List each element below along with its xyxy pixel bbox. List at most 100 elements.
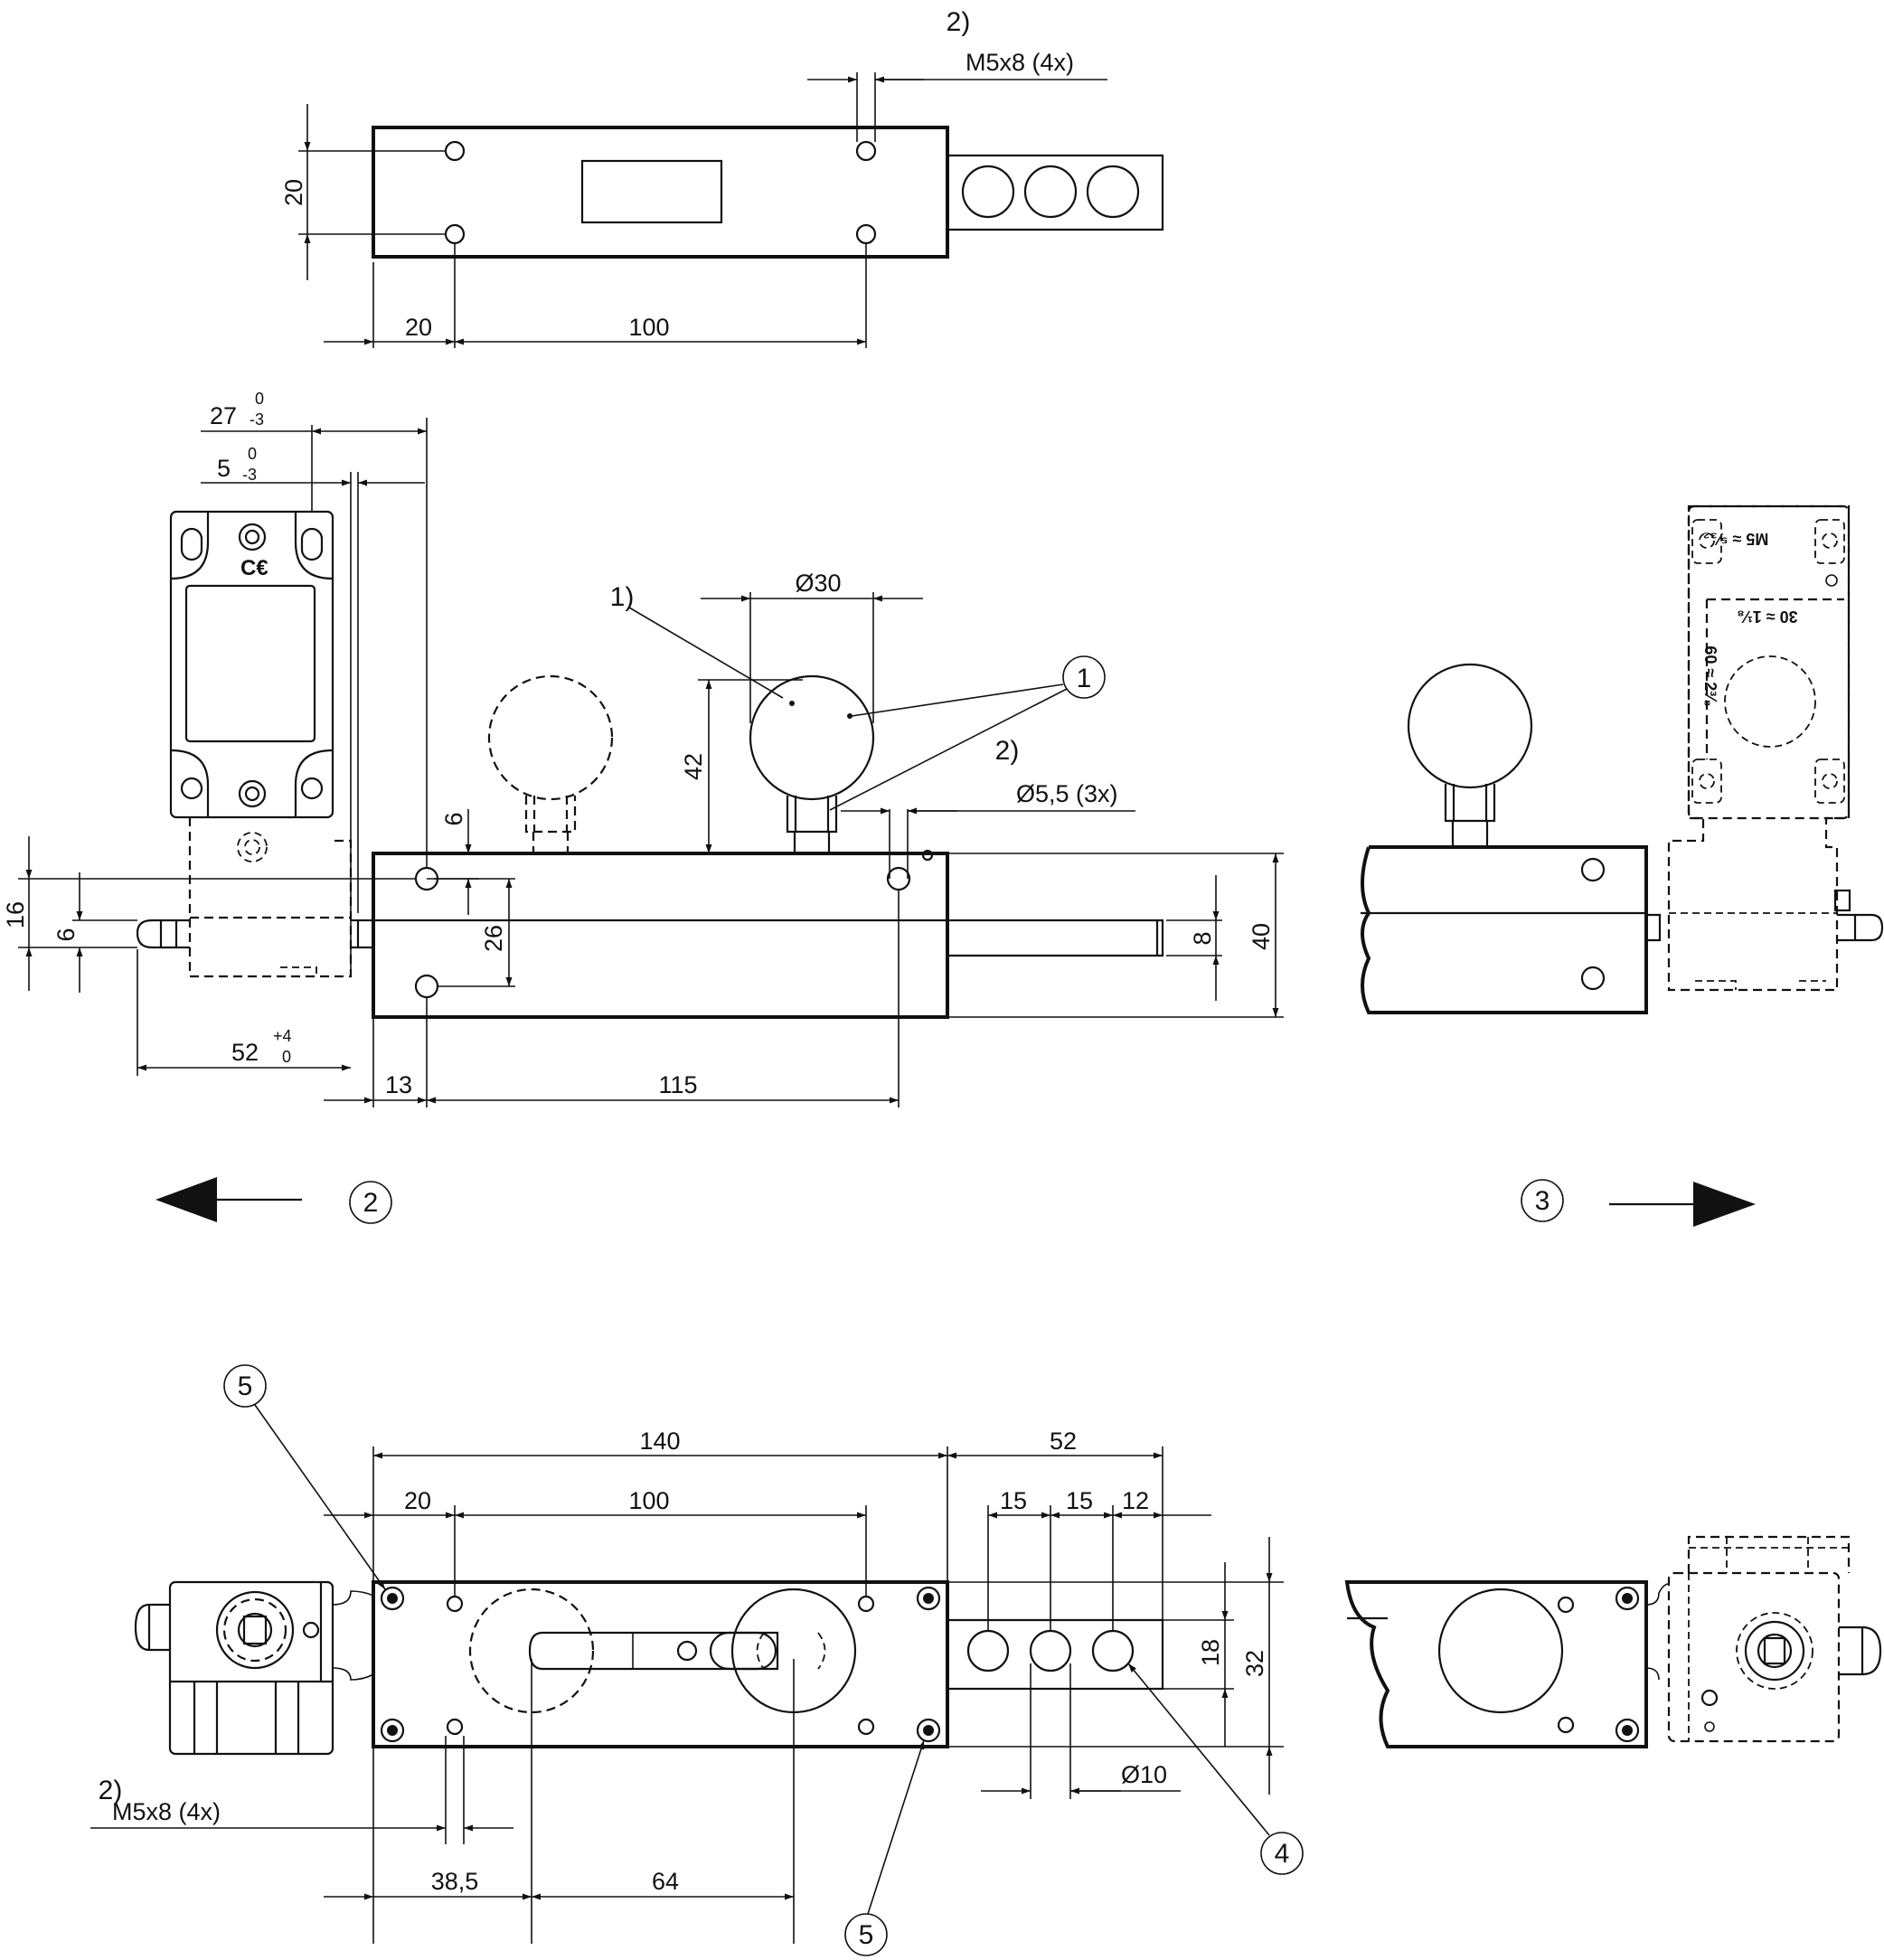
knob-solid xyxy=(749,674,875,801)
side-dim-27: 27 xyxy=(210,402,237,429)
end-view: M5 ≈ ⁵⁄₃₂ 30 ≈ 1¹⁄₈ 60 ≈ 2³⁄₈ xyxy=(1361,504,1884,1014)
switch-housing xyxy=(169,510,334,819)
callout-4-label: 4 xyxy=(1275,1839,1290,1869)
bottom-dim-52: 52 xyxy=(1050,1428,1077,1455)
top-dim-20-vertical: 20 xyxy=(280,179,307,206)
end-label-m5: M5 ≈ ⁵⁄₃₂ xyxy=(1703,530,1769,548)
screw-icon xyxy=(238,779,267,808)
knob-dashed xyxy=(487,674,614,801)
side-view-body xyxy=(372,852,949,1019)
bottom-note-2: 2) xyxy=(99,1776,123,1805)
end-switch-dashed xyxy=(1667,504,1851,992)
side-note-1: 1) xyxy=(610,582,635,612)
view-arrows: 2 3 xyxy=(155,1177,1756,1227)
callout-2 xyxy=(349,1181,392,1224)
top-plate-hole xyxy=(1086,165,1140,219)
side-tol-5-upper: 0 xyxy=(248,445,257,463)
top-view-body xyxy=(372,126,949,259)
slot-hole xyxy=(180,527,203,561)
bottom-knob-dashed xyxy=(468,1588,595,1714)
switch-window xyxy=(184,584,316,743)
top-dim-100: 100 xyxy=(628,314,669,341)
callout-3 xyxy=(1521,1179,1564,1222)
bottom-thread-label: M5x8 (4x) xyxy=(112,1798,221,1825)
side-dim-40: 40 xyxy=(1248,923,1275,950)
side-dim-6-left: 6 xyxy=(52,928,80,941)
callout-5-top-label: 5 xyxy=(238,1371,253,1401)
side-dia-30: Ø30 xyxy=(795,570,841,597)
callout-1 xyxy=(1062,655,1106,699)
side-dim-5: 5 xyxy=(217,455,231,482)
top-plate-hole xyxy=(1023,165,1078,219)
side-note-2: 2) xyxy=(995,736,1020,766)
side-dim-16: 16 xyxy=(2,901,29,928)
top-mount-hole xyxy=(444,223,466,245)
callout-3-label: 3 xyxy=(1535,1186,1550,1216)
end-knob xyxy=(1407,663,1533,789)
callout-5-bottom-label: 5 xyxy=(859,1920,874,1950)
bottom-dim-38-5: 38,5 xyxy=(431,1868,479,1895)
bottom-dim-100: 100 xyxy=(628,1487,669,1514)
bottom-plate xyxy=(947,1618,1164,1691)
side-left-switch: C€ xyxy=(136,510,375,978)
bottom-dia-10: Ø10 xyxy=(1121,1761,1167,1788)
top-dim-20: 20 xyxy=(405,314,432,341)
bottom-dim-32: 32 xyxy=(1241,1650,1268,1677)
bottom-end-switch xyxy=(1667,1571,1841,1743)
top-mount-hole xyxy=(444,140,466,162)
ce-mark-icon: C€ xyxy=(240,556,268,580)
slot xyxy=(528,1631,779,1671)
side-dia-55: Ø5,5 (3x) xyxy=(1016,780,1118,807)
corner-screw-icon xyxy=(1615,1586,1640,1743)
side-dim-13: 13 xyxy=(385,1071,412,1098)
bottom-view: 140 52 20 100 15 15 12 18 32 xyxy=(90,1364,1304,1956)
top-thread-label: M5x8 (4x) xyxy=(966,49,1074,76)
plunger-rod xyxy=(947,919,1164,957)
corner-screw-icon xyxy=(380,1586,941,1743)
slot-hole xyxy=(300,527,324,561)
top-view-plate xyxy=(947,154,1164,231)
callout-5-top xyxy=(223,1364,267,1408)
side-tol-27-upper: 0 xyxy=(255,390,264,408)
bottom-dim-64: 64 xyxy=(652,1868,679,1895)
end-label-30: 30 ≈ 1¹⁄₈ xyxy=(1737,608,1797,626)
top-view: 20 20 100 2) M5x8 (4x) xyxy=(280,7,1164,348)
side-tol-5-lower: -3 xyxy=(242,466,257,484)
side-mount-hole xyxy=(414,974,439,999)
bottom-view-body xyxy=(372,1580,949,1748)
top-mount-hole xyxy=(855,140,877,162)
top-view-window xyxy=(580,159,723,224)
side-view: Ø30 42 1) 1 2) Ø5,5 (3x) 6 26 xyxy=(2,390,1284,1107)
side-dim-6-top: 6 xyxy=(440,812,467,825)
callout-2-label: 2 xyxy=(363,1188,379,1218)
side-tol-52-upper: +4 xyxy=(273,1027,292,1045)
callout-4 xyxy=(1260,1832,1304,1875)
bottom-dim-140: 140 xyxy=(639,1428,680,1455)
actuator-tip xyxy=(356,919,375,949)
bottom-dim-12: 12 xyxy=(1122,1487,1149,1514)
bottom-end-body xyxy=(1344,1580,1648,1748)
top-note-2: 2) xyxy=(947,7,971,37)
callout-5-bottom xyxy=(844,1913,888,1956)
bottom-dim-20: 20 xyxy=(404,1487,431,1514)
callout-1-label: 1 xyxy=(1077,664,1092,693)
top-plate-hole xyxy=(961,165,1015,219)
bottom-end-view xyxy=(1344,1535,1882,1748)
side-dim-52: 52 xyxy=(231,1039,259,1066)
top-mount-hole xyxy=(855,223,877,245)
side-mount-hole xyxy=(886,866,911,891)
side-tol-27-lower: -3 xyxy=(250,410,264,429)
bottom-dim-15a: 15 xyxy=(1000,1487,1027,1514)
arrow-right-icon xyxy=(1693,1182,1756,1227)
cable-gland xyxy=(136,919,190,949)
arrow-left-icon xyxy=(155,1177,217,1222)
side-dim-8: 8 xyxy=(1189,931,1216,945)
side-dim-115: 115 xyxy=(658,1071,697,1098)
side-tol-52-lower: 0 xyxy=(282,1048,291,1066)
bottom-dim-15b: 15 xyxy=(1066,1487,1093,1514)
side-dim-26: 26 xyxy=(480,925,507,952)
screw-icon xyxy=(238,523,267,551)
side-dim-42: 42 xyxy=(680,753,707,780)
end-label-60: 60 ≈ 2³⁄₈ xyxy=(1701,645,1719,706)
